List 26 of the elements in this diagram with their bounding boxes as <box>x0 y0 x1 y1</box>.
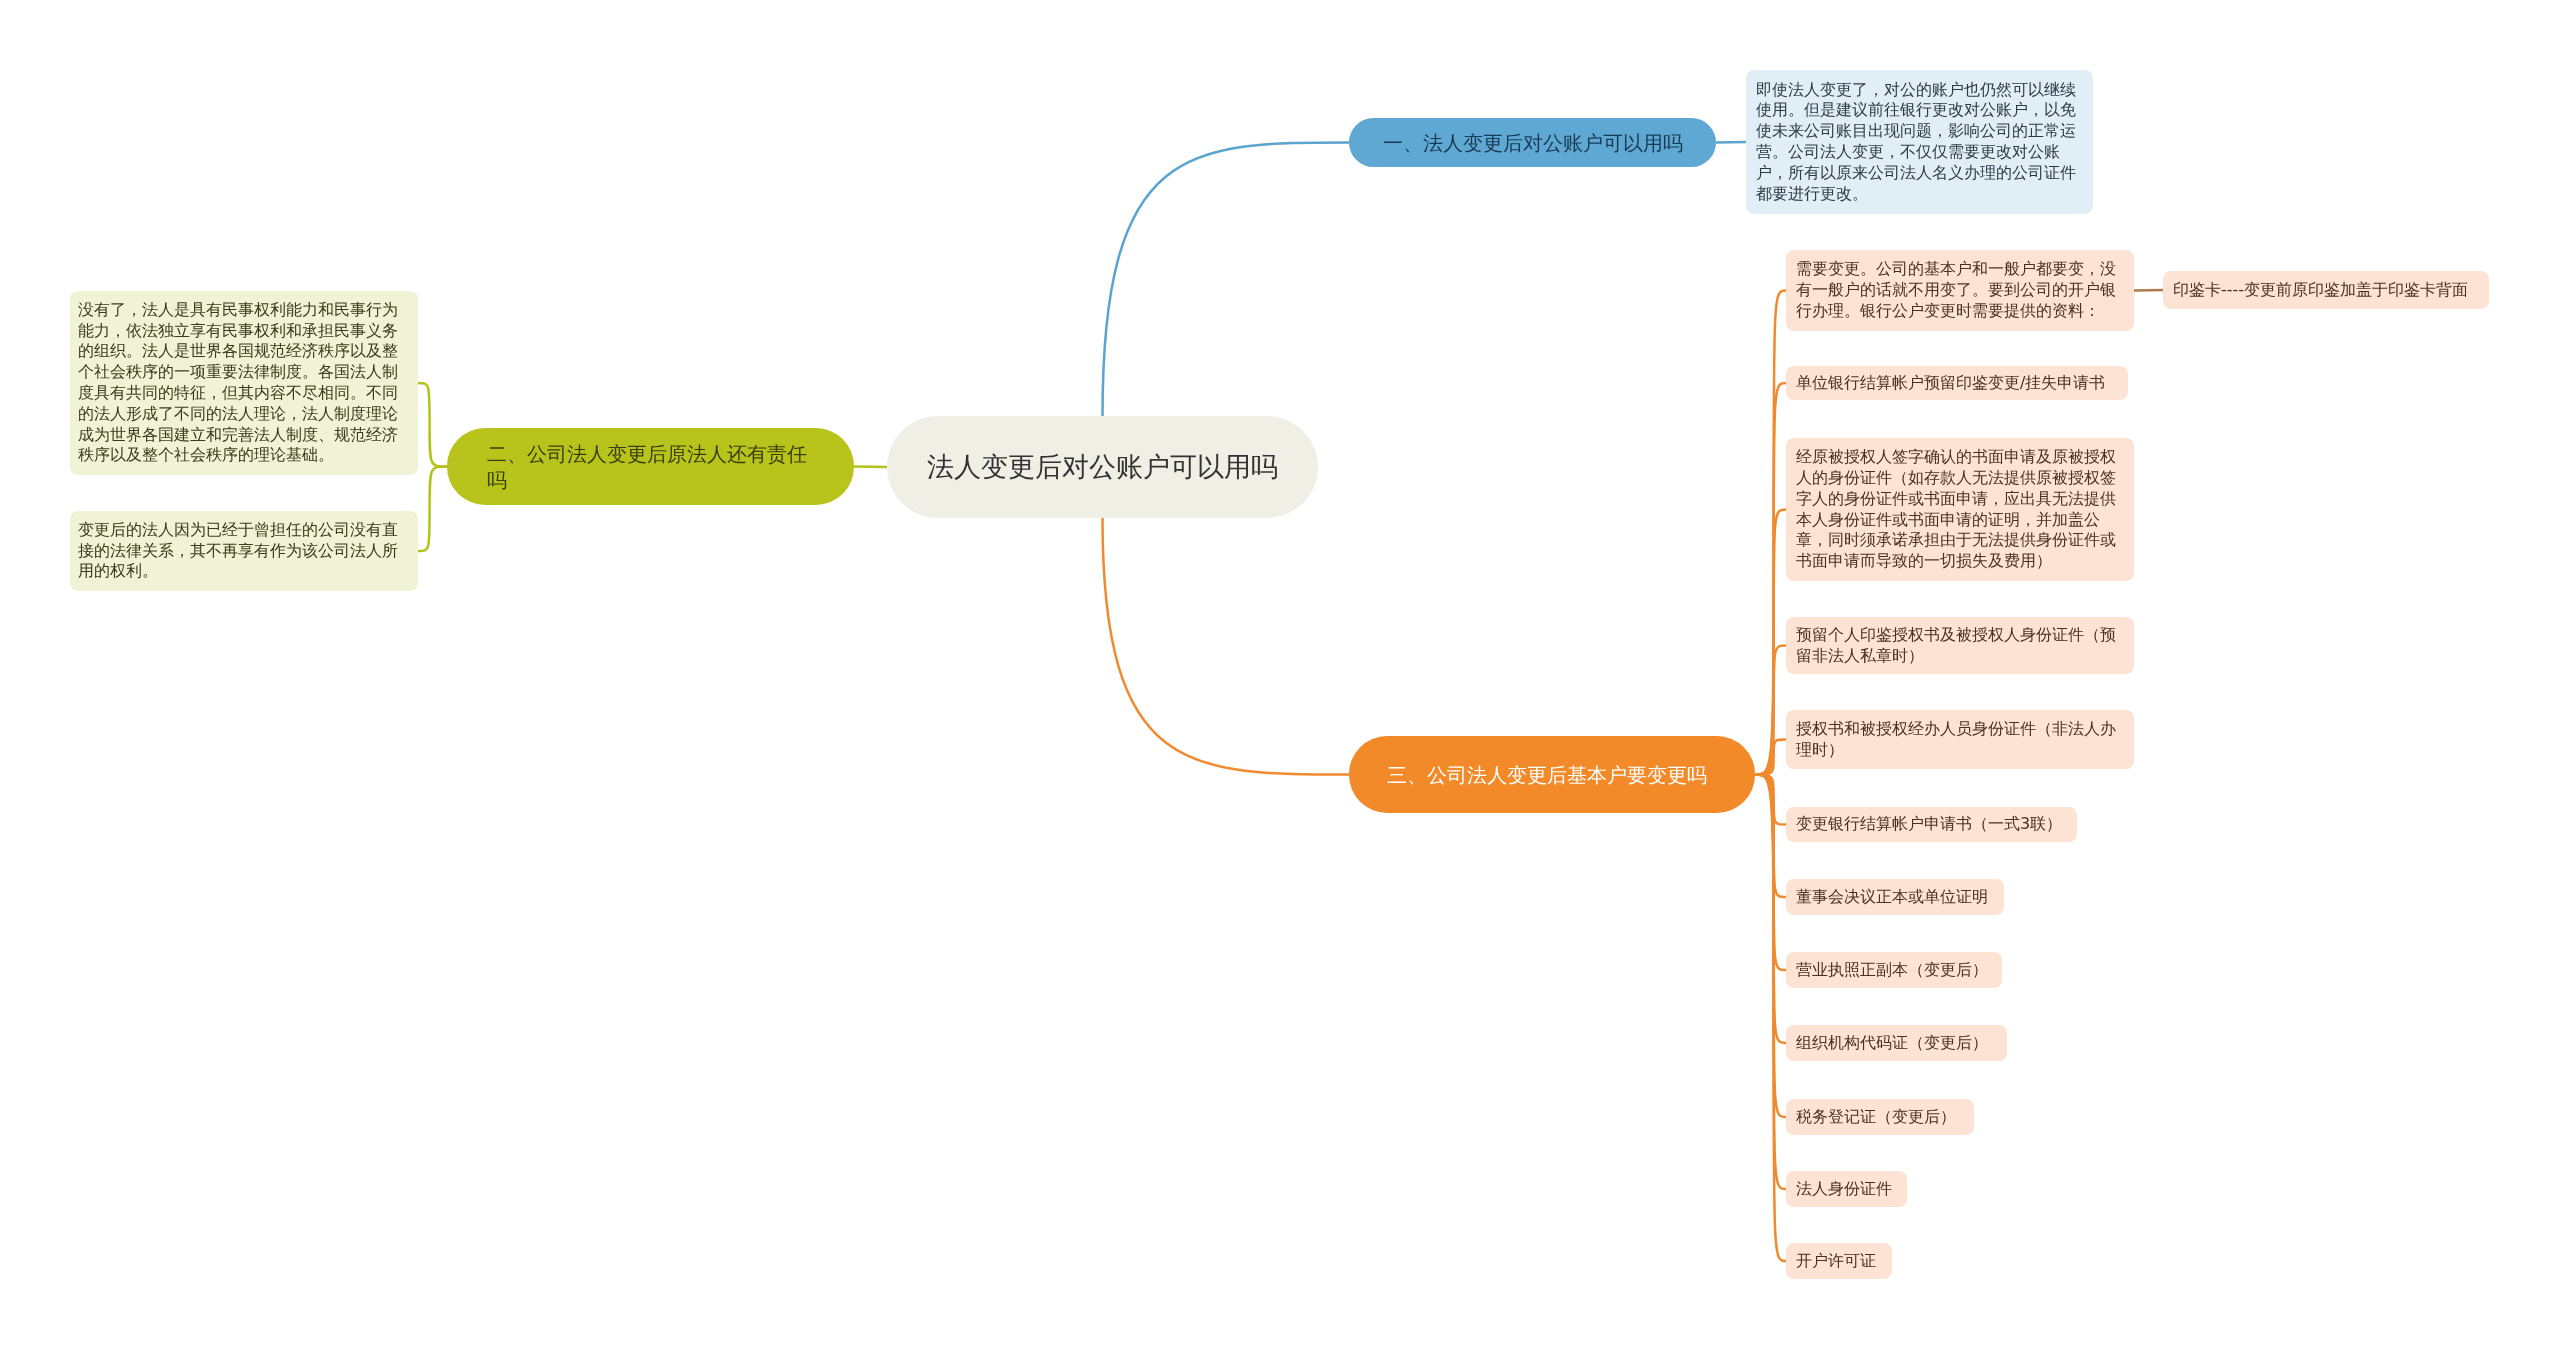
connector-line <box>417 465 447 553</box>
item-box: 经原被授权人签字确认的书面申请及原被授权人的身份证件（如存款人无法提供原被授权签字人的身份证件或书面申请，应出具无法提供本人身份证件或书面申请的证明，并加盖公章，同时须承诺承担由于无法提供身份证件或书面申请而导致的一切损失及费用） <box>1786 438 2134 581</box>
item-box: 单位银行结算帐户预留印鉴变更/挂失申请书 <box>1786 366 2128 400</box>
topic-box: 一、法人变更后对公账户可以用吗 <box>1349 118 1716 167</box>
item-box: 印鉴卡----变更前原印鉴加盖于印鉴卡背面 <box>2163 271 2489 309</box>
item-box: 组织机构代码证（变更后） <box>1786 1025 2007 1061</box>
root-topic-box: 法人变更后对公账户可以用吗 <box>887 416 1318 518</box>
note-box: 没有了，法人是具有民事权利能力和民事行为能力，依法独立享有民事权利和承担民事义务的组织。法人是世界各国规范经济秩序以及整个社会秩序的一项重要法律制度。各国法人制度具有共同的特征，但其内容不尽相同。不同的法人形成了不同的法人理论，法人制度理论成为世界各国建立和完善法人制度、规范经济秩序以及整个社会秩序的理论基础。 <box>70 291 418 475</box>
item-box: 董事会决议正本或单位证明 <box>1786 879 2004 915</box>
connector-line <box>2133 288 2164 292</box>
note-box: 变更后的法人因为已经于曾担任的公司没有直接的法律关系，其不再享有作为该公司法人所用的权利。 <box>70 511 418 591</box>
connector-line <box>1101 141 1349 417</box>
item-box: 需要变更。公司的基本户和一般户都要变，没有一般户的话就不用变了。要到公司的开户银行办理。银行公户变更时需要提供的资料： <box>1786 250 2134 331</box>
topic-box: 三、公司法人变更后基本户要变更吗 <box>1349 736 1755 813</box>
topic-box: 二、公司法人变更后原法人还有责任吗 <box>447 428 854 505</box>
connector-line <box>1715 140 1747 144</box>
item-box: 法人身份证件 <box>1786 1171 1907 1207</box>
connector-line <box>1101 517 1349 776</box>
item-box: 开户许可证 <box>1786 1243 1892 1279</box>
connector-line <box>854 465 887 469</box>
note-box: 即使法人变更了，对公的账户也仍然可以继续使用。但是建议前往银行更改对公账户，以免使未来公司账目出现问题，影响公司的正常运营。公司法人变更，不仅仅需要更改对公账户，所有以原来公司法人名义办理的公司证件都要进行更改。 <box>1746 70 2093 214</box>
item-box: 预留个人印鉴授权书及被授权人身份证件（预留非法人私章时） <box>1786 617 2134 674</box>
item-box: 授权书和被授权经办人员身份证件（非法人办理时） <box>1786 710 2134 769</box>
item-box: 营业执照正副本（变更后） <box>1786 952 2002 988</box>
item-box: 变更银行结算帐户申请书（一式3联） <box>1786 807 2077 842</box>
item-box: 税务登记证（变更后） <box>1786 1099 1974 1135</box>
